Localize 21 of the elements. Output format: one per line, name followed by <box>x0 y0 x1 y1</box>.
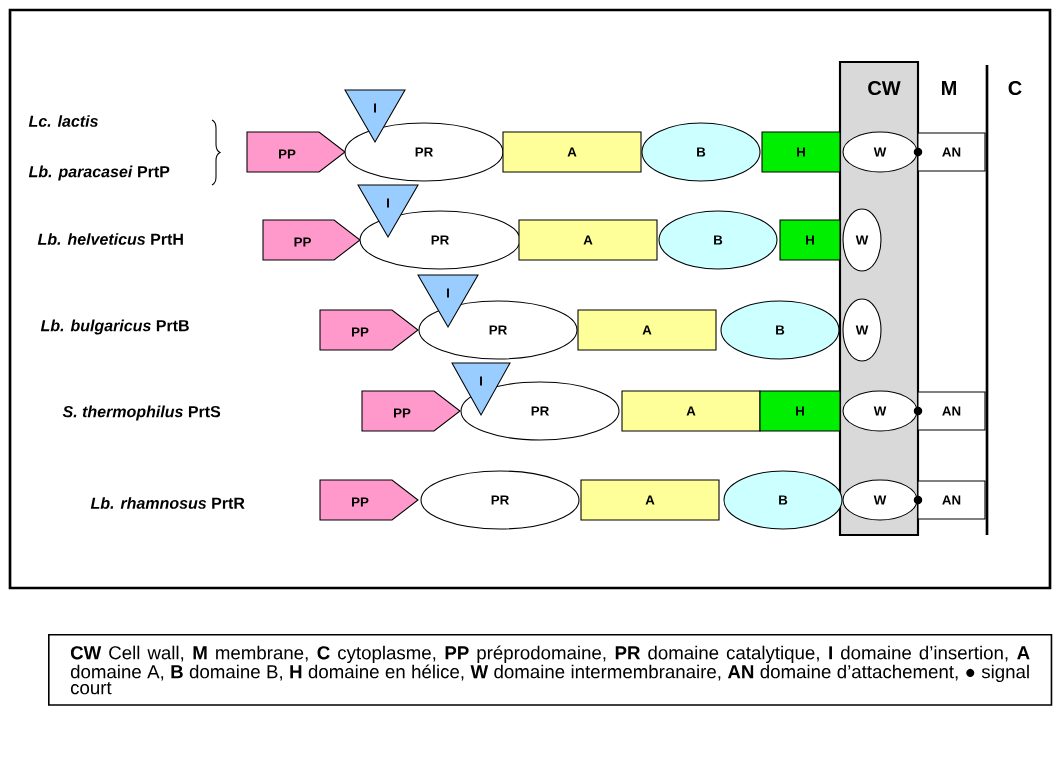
domain-box: AN <box>917 132 986 172</box>
caption-box: CW Cell wall, M membrane, C cytoplasme, PP préprodomaine, PR domaine catalytique, I domaine d’insertion, A domaine A, B domaine B, H domaine en hélice, W domaine intermembranaire, AN domaine d’attachement, ● signal court <box>48 634 1053 706</box>
domain-box: A <box>621 390 761 432</box>
species-label: Lb. rhamnosus PrtR <box>90 497 245 509</box>
domain-box: A <box>580 479 720 521</box>
column-heading: CW <box>868 80 901 96</box>
column-heading: M <box>942 81 956 95</box>
species-label: Lb. bulgaricus PrtB <box>40 319 189 335</box>
domain-box: A <box>502 131 642 173</box>
domain-box: H <box>759 390 841 432</box>
domain-box: AN <box>917 391 986 431</box>
domain-box: A <box>518 219 658 261</box>
domain-box: AN <box>917 480 986 520</box>
species-label: Lb. helveticus PrtH <box>37 233 183 245</box>
domain-box: H <box>779 219 841 261</box>
species-label: S. thermophilus PrtS <box>62 405 221 421</box>
column-heading: C <box>1008 80 1022 96</box>
domain-box: A <box>577 309 717 351</box>
species-label: Lc. lactis <box>28 115 98 127</box>
domain-box: H <box>761 131 841 173</box>
species-label: Lb. paracasei PrtP <box>28 165 170 181</box>
